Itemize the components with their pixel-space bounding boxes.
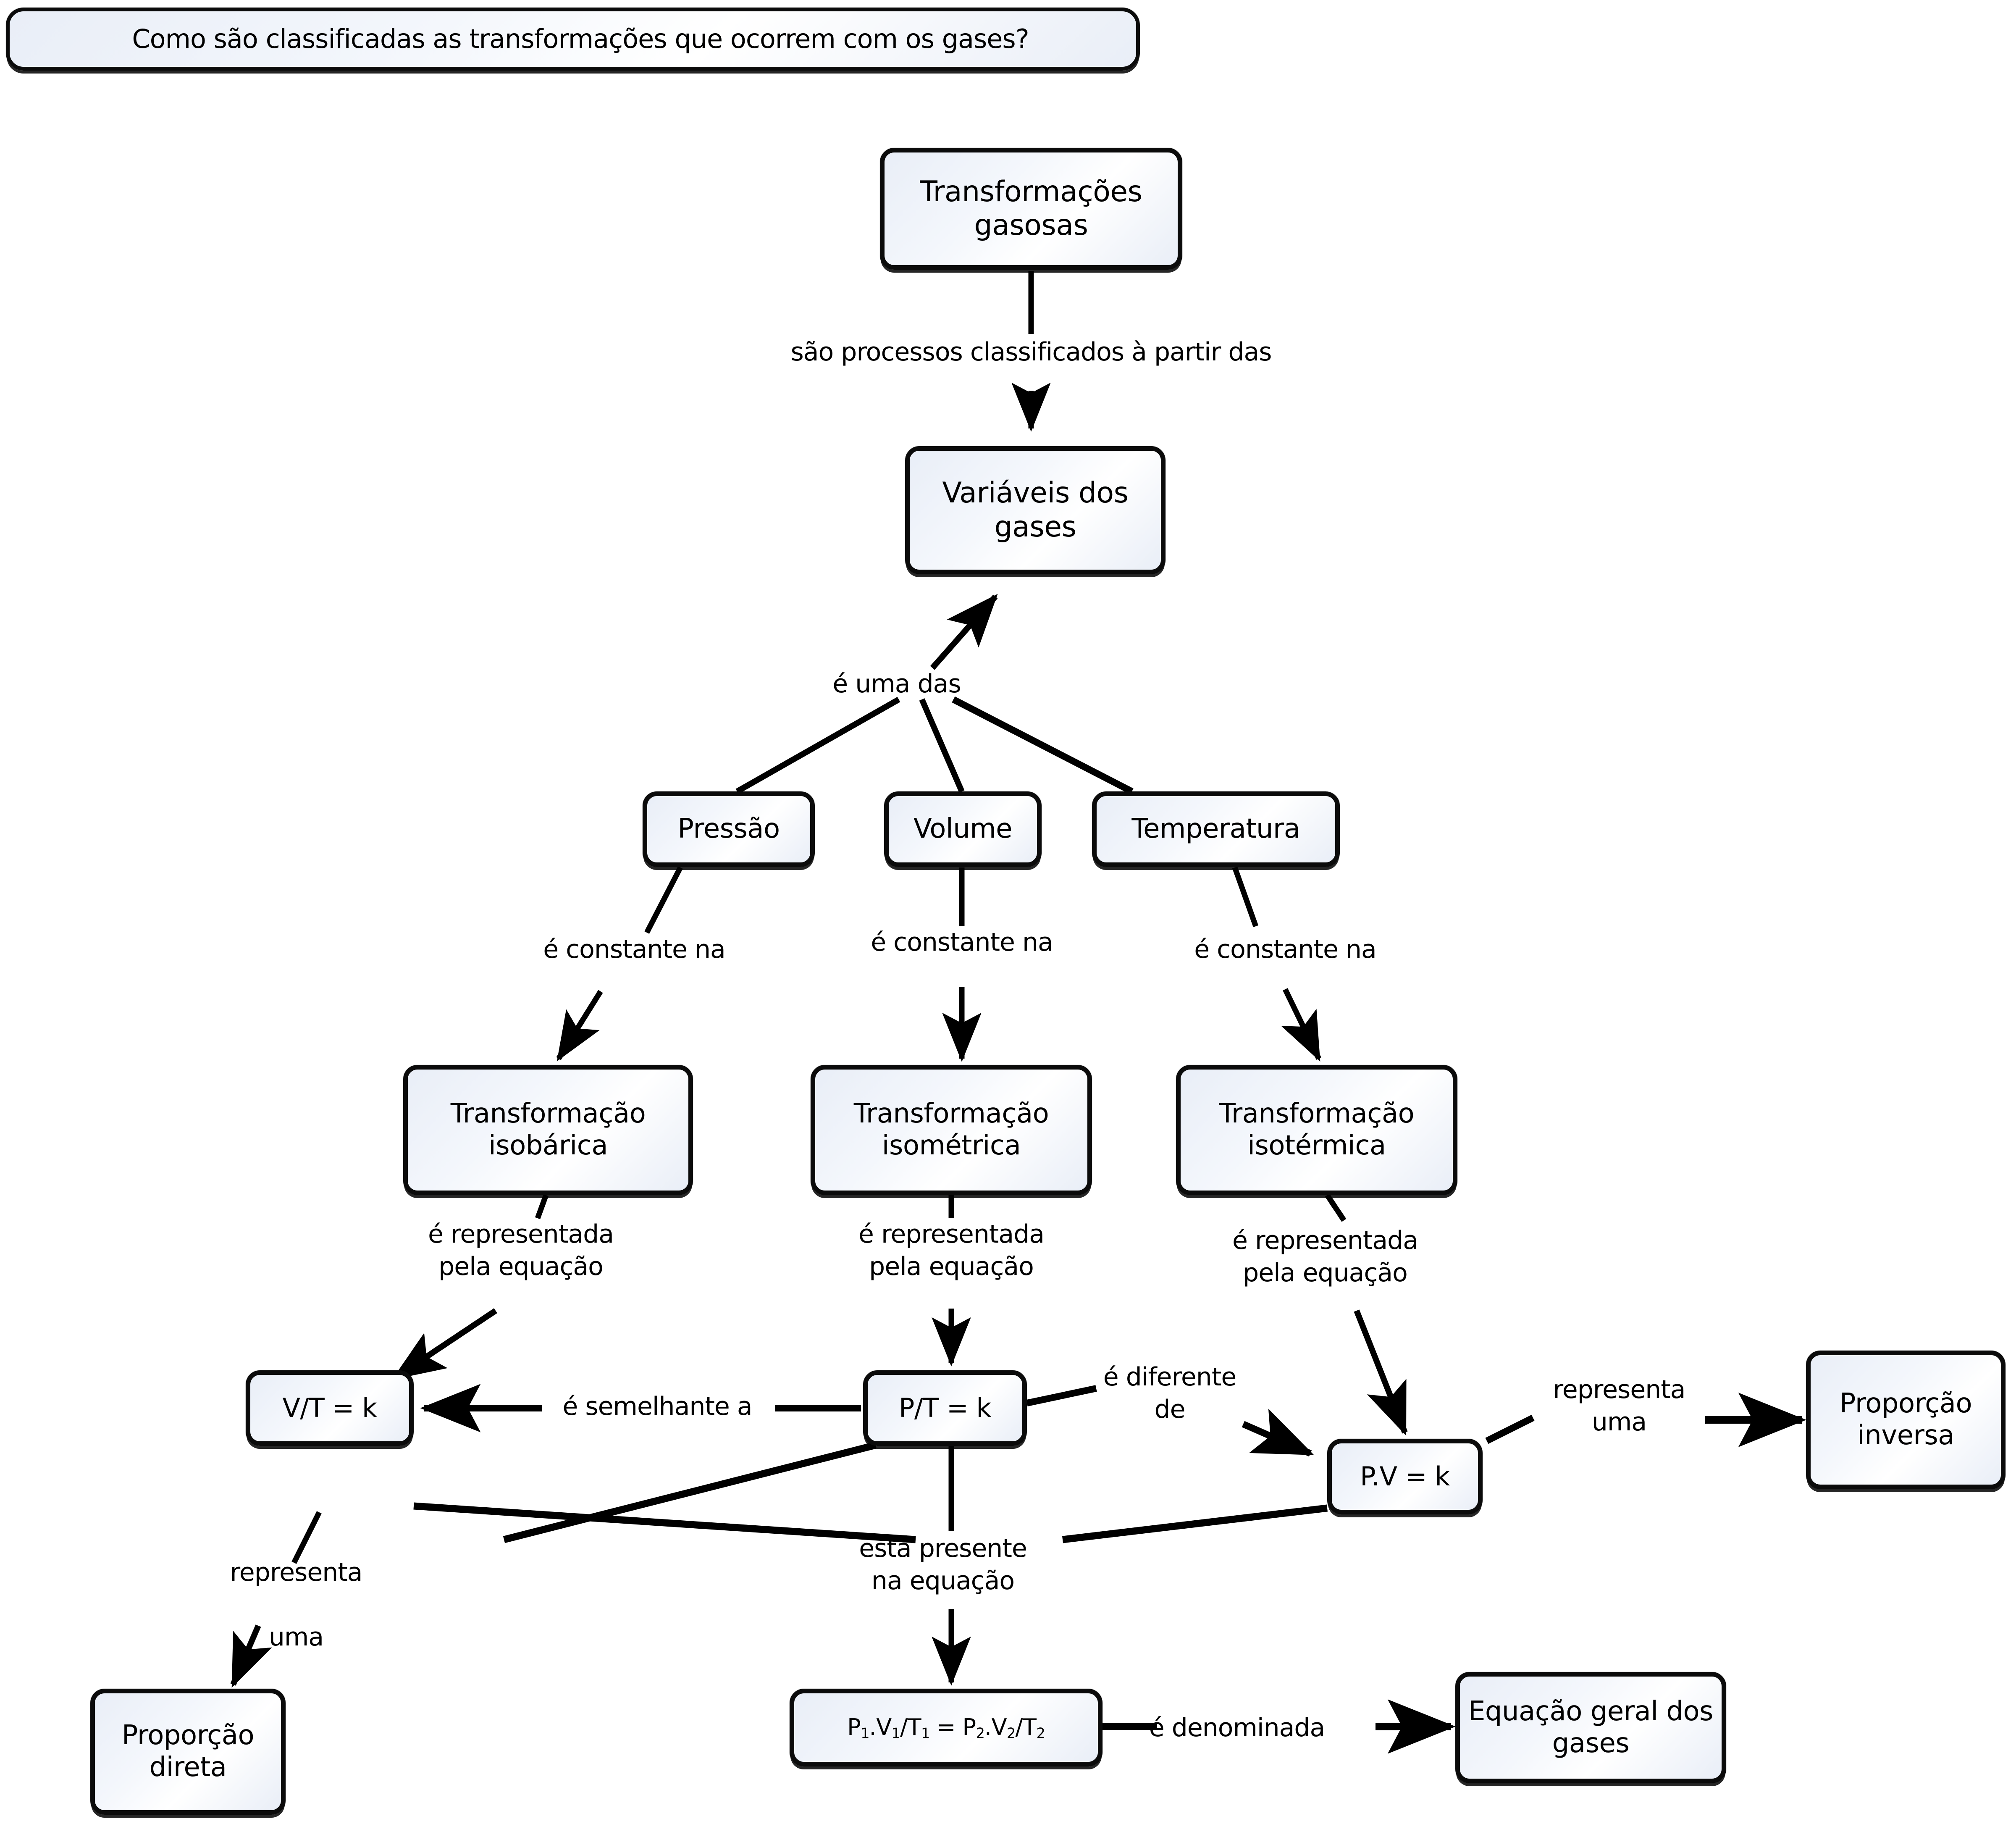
link-label-e-constante-na-volume: é constante na [871, 928, 1053, 957]
node-label: Transformação isobárica [450, 1098, 646, 1161]
edge-isotermica-label [1325, 1193, 1347, 1222]
link-label-e-uma-das: é uma das [832, 669, 961, 699]
node-equacao-geral-formula[interactable]: P1.V1/T1 = P2.V2/T2 [790, 1689, 1102, 1766]
edge-pressao-junction [735, 696, 900, 794]
edge-label-isobarica [556, 990, 603, 1062]
link-label-sao-processos: são processos classificados à partir das [790, 337, 1272, 367]
node-pressao[interactable]: Pressão [643, 791, 815, 867]
node-label: Transformação isométrica [853, 1098, 1049, 1161]
edge-label-eqpv [1354, 1309, 1408, 1436]
node-equation-vt[interactable]: V/T = k [246, 1370, 414, 1446]
node-proporcao-inversa[interactable]: Proporção inversa [1806, 1351, 2006, 1489]
edge-eqvt-estapresente [413, 1502, 916, 1543]
edge-pressao-label [644, 866, 683, 934]
node-label: V/T = k [282, 1393, 377, 1424]
node-label: Volume [913, 813, 1013, 845]
link-label-e-constante-na-temperatura: é constante na [1194, 935, 1377, 964]
node-temperatura[interactable]: Temperatura [1092, 791, 1340, 867]
node-label: Proporção inversa [1839, 1388, 1972, 1451]
node-label: Pressão [677, 813, 780, 845]
node-label: Transformações gasosas [920, 175, 1142, 242]
node-label: P/T = k [899, 1393, 991, 1424]
edge-eqpt-estapresente [503, 1441, 877, 1543]
edge-eqpv-representa [1485, 1414, 1535, 1444]
edge-diferente-eqpv [1242, 1409, 1314, 1457]
node-label: P.V = k [1360, 1461, 1450, 1492]
link-label-e-denominada: é denominada [1149, 1713, 1325, 1743]
node-equation-pv[interactable]: P.V = k [1327, 1439, 1483, 1514]
edge-label-isotermica [1281, 988, 1321, 1062]
link-label-e-constante-na-pressao: é constante na [543, 935, 726, 964]
edge-euma-variaveis [930, 594, 998, 670]
link-label-e-semelhante-a: é semelhante a [562, 1392, 752, 1421]
question-title-text: Como são classificadas as transformações… [132, 24, 1029, 55]
node-label: P1.V1/T1 = P2.V2/T2 [847, 1714, 1045, 1741]
node-equacao-geral-dos-gases[interactable]: Equação geral dos gases [1455, 1672, 1726, 1783]
edge-eqvt-representa [291, 1511, 322, 1564]
edge-isobarica-label [535, 1194, 549, 1220]
node-transformacao-isotermica[interactable]: Transformação isotérmica [1176, 1065, 1457, 1195]
node-proporcao-direta[interactable]: Proporção direta [90, 1689, 286, 1815]
edge-volume-junction [919, 698, 965, 793]
node-volume[interactable]: Volume [884, 791, 1042, 867]
node-transformacao-isobarica[interactable]: Transformação isobárica [403, 1065, 693, 1195]
node-label: Proporção direta [121, 1720, 255, 1783]
node-label: Transformação isotérmica [1219, 1098, 1415, 1161]
node-equation-pt[interactable]: P/T = k [863, 1370, 1027, 1446]
edge-label-eqvt [392, 1308, 497, 1380]
node-variaveis-dos-gases[interactable]: Variáveis dos gases [905, 446, 1166, 574]
node-label: Equação geral dos gases [1468, 1695, 1714, 1759]
question-title-box: Como são classificadas as transformações… [6, 8, 1140, 71]
edge-temperatura-junction [952, 696, 1134, 795]
edge-eqpt-diferente [1026, 1385, 1097, 1406]
node-transformacao-isometrica[interactable]: Transformação isométrica [811, 1065, 1092, 1195]
edge-temperatura-label [1232, 866, 1259, 928]
edge-eqpv-estapresente [1062, 1504, 1328, 1543]
node-label: Variáveis dos gases [942, 476, 1129, 544]
node-transformacoes-gasosas[interactable]: Transformações gasosas [880, 148, 1182, 270]
node-label: Temperatura [1131, 813, 1300, 845]
